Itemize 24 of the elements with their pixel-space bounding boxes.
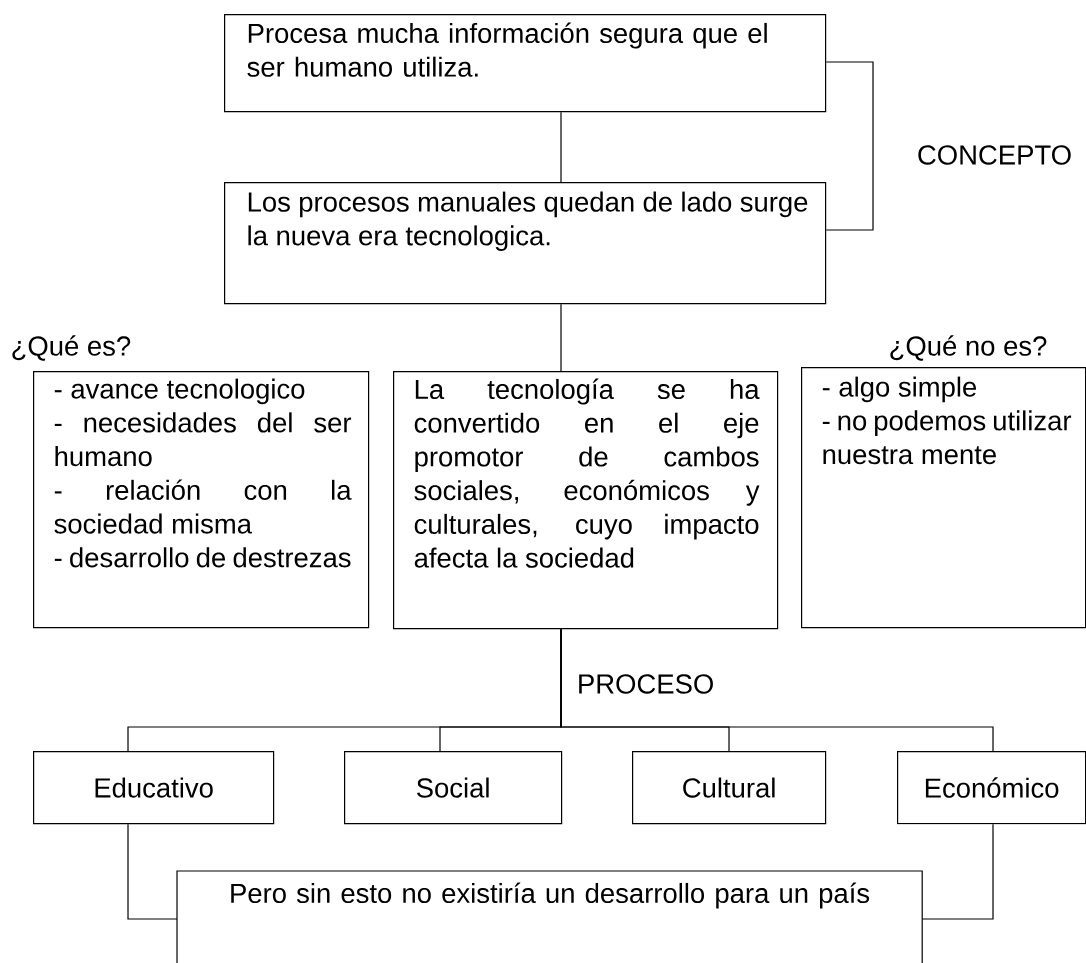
connector-line [560, 111, 562, 183]
edge-label: CONCEPTO [915, 143, 1074, 167]
text-box: Social [344, 751, 563, 825]
text-box: Cultural [632, 751, 827, 825]
node-label: - necesidades del ser humano [54, 412, 352, 467]
text-box: Educativo [33, 751, 275, 825]
text-box: Procesa mucha información segura que el ser humano utiliza. [224, 14, 827, 113]
connector-line [560, 303, 562, 372]
text-box: La tecnología se ha convertido en el eje promotor de cambos sociales, económicos y culturales, cuyo impacto afecta la sociedad [393, 371, 779, 630]
heading: ¿Qué es? [12, 335, 131, 361]
text-box: - avance tecnologico - necesidades del ser humano - relación con la sociedad misma - desarrollo de destrezas [33, 371, 370, 629]
text-box: Económico [897, 751, 1086, 825]
section-label: PROCESO [579, 674, 713, 694]
text-box: - algo simple - no podemos utilizar nuestra mente [801, 367, 1086, 629]
connector-line [825, 61, 874, 231]
heading: ¿Qué no es? [890, 335, 1047, 361]
connector-line [127, 823, 178, 920]
text-box: Pero sin esto no existiría un desarrollo para un país [176, 870, 923, 963]
node-label: - relación con la sociedad misma [54, 479, 352, 534]
node-label: - avance tecnologico [54, 378, 305, 405]
node-label: - desarrollo de destrezas [54, 547, 351, 568]
text-box: Los procesos manuales quedan de lado surge la nueva era tecnologica. [224, 182, 827, 305]
connector-line [560, 628, 994, 752]
connector-line [921, 823, 994, 920]
